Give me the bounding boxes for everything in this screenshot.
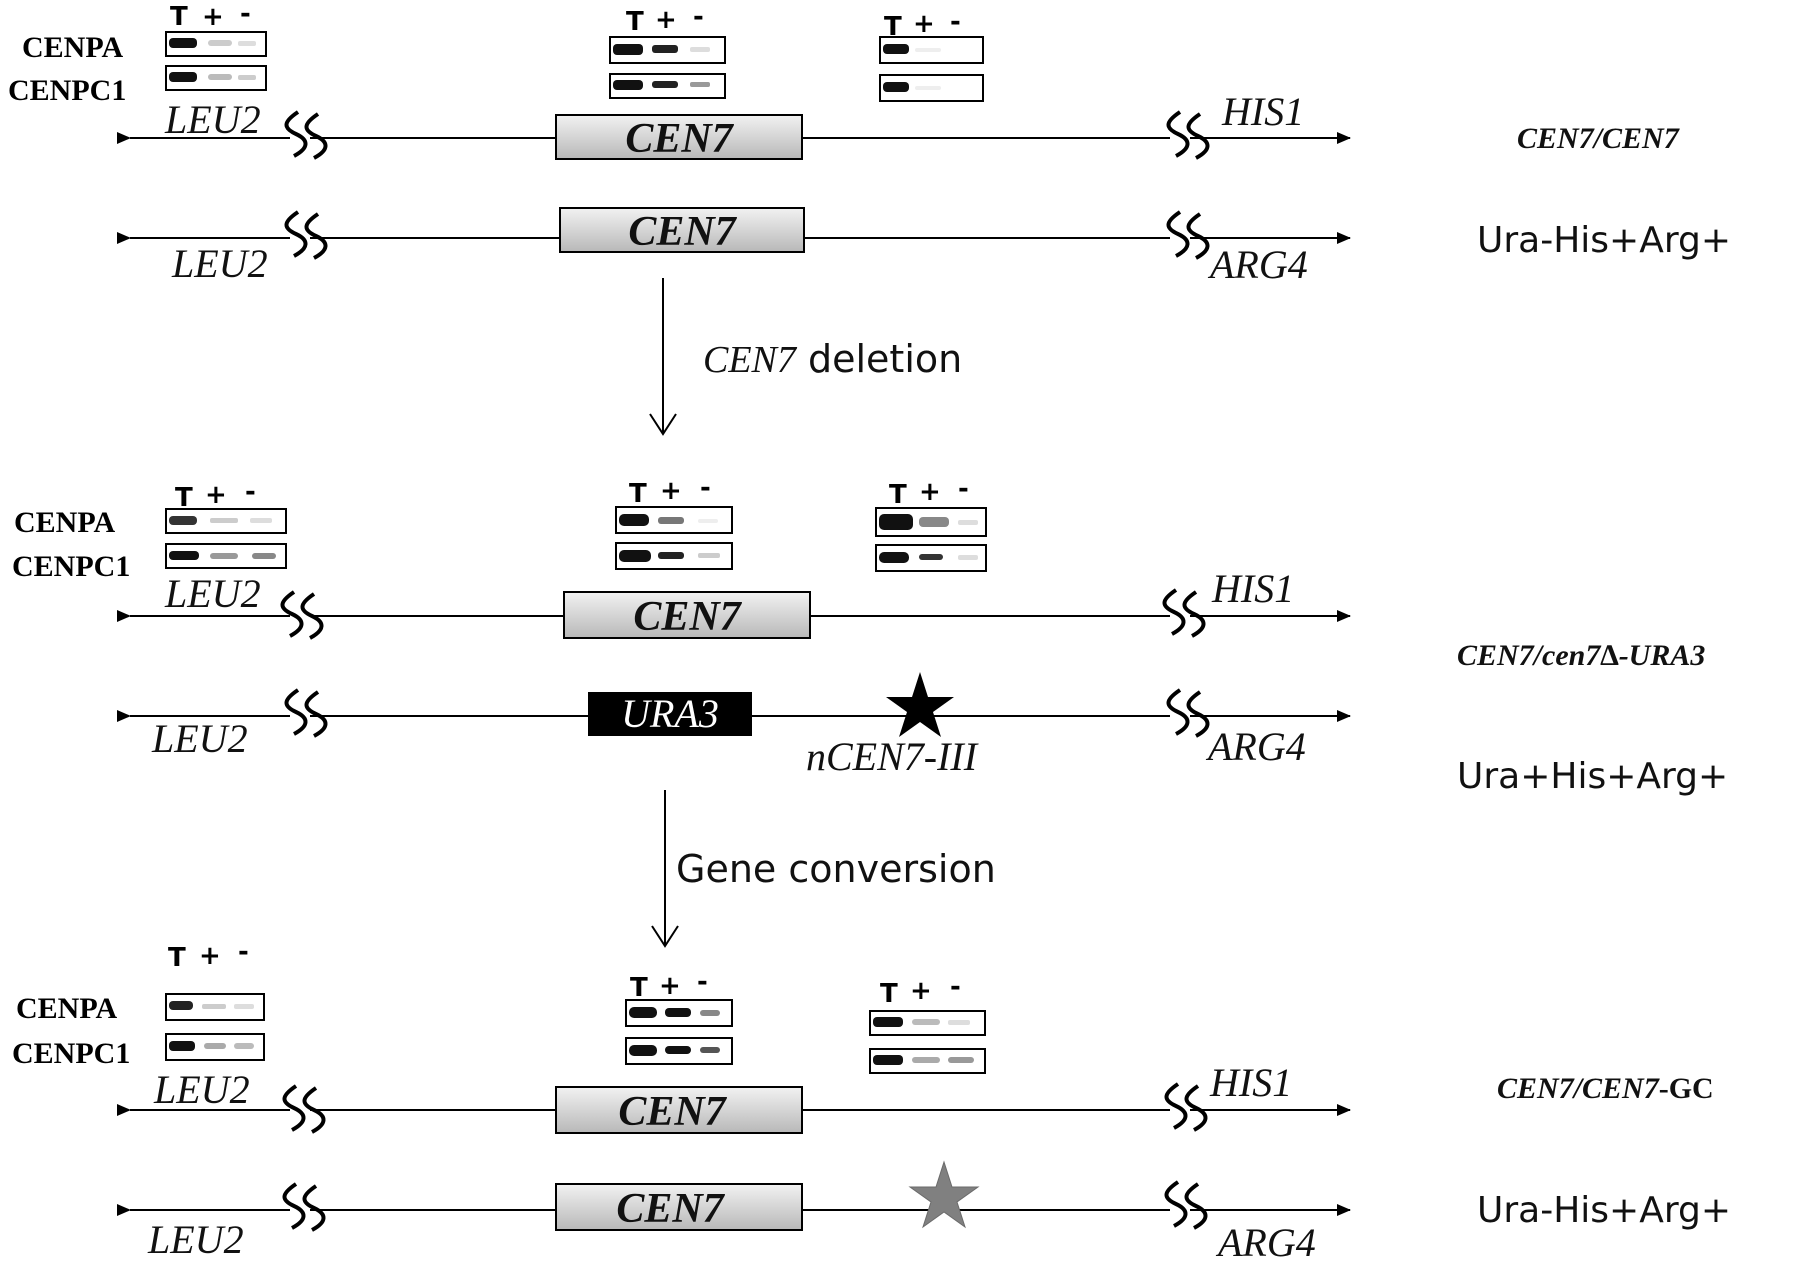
panel-2: CENPA CENPC1 T + - T + - bbox=[12, 473, 1728, 797]
step-deletion-label: CEN7 deletion bbox=[703, 337, 962, 381]
lane-total: T bbox=[168, 943, 186, 973]
lane-total: T bbox=[629, 479, 647, 509]
phenotype-label: Ura-His+Arg+ bbox=[1477, 220, 1731, 261]
step-conversion-label: Gene conversion bbox=[676, 847, 996, 891]
panel-1: CENPA CENPC1 T + - T + - bbox=[8, 0, 1731, 287]
phenotype-label: Ura-His+Arg+ bbox=[1477, 1190, 1731, 1231]
arg4-label: ARG4 bbox=[1207, 242, 1308, 287]
lane-minus: - bbox=[950, 7, 961, 37]
lane-minus: - bbox=[700, 473, 711, 503]
lane-total: T bbox=[884, 12, 902, 42]
his1-label: HIS1 bbox=[1221, 89, 1304, 134]
chip-blot-center: T + - bbox=[625, 967, 733, 1065]
cen7-label: CEN7 bbox=[616, 1186, 725, 1232]
cenpa-label: CENPA bbox=[16, 992, 117, 1025]
cen7-label: CEN7 bbox=[628, 209, 737, 255]
chip-blot-right: T + - bbox=[869, 972, 986, 1074]
chip-blot-right: T + - bbox=[875, 474, 987, 572]
genotype-label: CEN7/CEN7-GC bbox=[1497, 1072, 1714, 1105]
chromosome-arg4: URA3 nCEN7-III LEU2 ARG4 bbox=[117, 672, 1351, 779]
lane-plus: + bbox=[919, 477, 941, 507]
panel-3: CENPA CENPC1 T + - T + - bbox=[12, 937, 1731, 1262]
cenpa-label: CENPA bbox=[22, 31, 123, 64]
his1-label: HIS1 bbox=[1209, 1060, 1292, 1105]
lane-total: T bbox=[626, 7, 644, 37]
leu2-label: LEU2 bbox=[164, 571, 261, 616]
cenpc1-label: CENPC1 bbox=[12, 1037, 130, 1070]
lane-total: T bbox=[630, 973, 648, 1003]
step-deletion: CEN7 deletion bbox=[649, 278, 962, 436]
arg4-label: ARG4 bbox=[1215, 1220, 1316, 1262]
ura3-box bbox=[588, 692, 752, 736]
cenpa-label: CENPA bbox=[14, 506, 115, 539]
chromosome-arg4: CEN7 LEU2 ARG4 bbox=[117, 1160, 1351, 1262]
genotype-label: CEN7/cen7∆-URA3 bbox=[1457, 639, 1705, 672]
lane-minus: - bbox=[240, 0, 251, 29]
cenpc1-label: CENPC1 bbox=[8, 74, 126, 107]
cen7-label: CEN7 bbox=[633, 594, 742, 640]
phenotype-label: Ura+His+Arg+ bbox=[1457, 756, 1728, 797]
lane-minus: - bbox=[693, 2, 704, 32]
lane-plus: + bbox=[655, 5, 677, 35]
cen7-label: CEN7 bbox=[625, 116, 734, 162]
cenpc1-label: CENPC1 bbox=[12, 550, 130, 583]
lane-total: T bbox=[170, 2, 188, 32]
cen7-label: CEN7 bbox=[618, 1089, 727, 1135]
ncen7-label: nCEN7-III bbox=[806, 734, 979, 779]
lane-total: T bbox=[880, 979, 898, 1009]
lane-minus: - bbox=[697, 967, 708, 997]
lane-minus: - bbox=[950, 972, 961, 1002]
chromosome-his1: CEN7 LEU2 HIS1 bbox=[117, 1060, 1351, 1135]
lane-plus: + bbox=[202, 2, 224, 32]
step-gene-conversion: Gene conversion bbox=[651, 790, 996, 948]
leu2-label: LEU2 bbox=[171, 241, 268, 286]
ncen7-star-active bbox=[886, 672, 954, 737]
lane-plus: + bbox=[659, 971, 681, 1001]
chip-blot-left: T + - bbox=[165, 0, 267, 91]
lane-total: T bbox=[175, 483, 193, 513]
chromosome-his1: CEN7 LEU2 HIS1 bbox=[117, 566, 1351, 640]
lane-minus: - bbox=[245, 477, 256, 507]
lane-plus: + bbox=[913, 9, 935, 39]
arg4-label: ARG4 bbox=[1205, 724, 1306, 769]
chip-blot-left: T + - bbox=[165, 477, 287, 569]
chip-blot-center: T + - bbox=[615, 473, 733, 570]
chip-blot-left: T + - bbox=[165, 937, 265, 1061]
lane-plus: + bbox=[660, 476, 682, 506]
leu2-label: LEU2 bbox=[153, 1067, 250, 1112]
lane-total: T bbox=[889, 480, 907, 510]
ura3-label: URA3 bbox=[621, 691, 719, 736]
genotype-label: CEN7/CEN7 bbox=[1517, 122, 1680, 155]
chromosome-his1: CEN7 LEU2 HIS1 bbox=[117, 89, 1351, 162]
lane-plus: + bbox=[910, 976, 932, 1006]
lane-plus: + bbox=[205, 480, 227, 510]
ncen7-star-inactive bbox=[908, 1160, 980, 1229]
his1-label: HIS1 bbox=[1211, 566, 1294, 611]
chromosome-arg4: CEN7 LEU2 ARG4 bbox=[117, 207, 1351, 287]
lane-plus: + bbox=[199, 941, 221, 971]
leu2-label: LEU2 bbox=[147, 1217, 244, 1262]
lane-minus: - bbox=[958, 474, 969, 504]
leu2-label: LEU2 bbox=[164, 97, 261, 142]
chip-blot-right: T + - bbox=[879, 7, 984, 102]
leu2-label: LEU2 bbox=[151, 716, 248, 761]
chip-blot-center: T + - bbox=[609, 2, 726, 99]
lane-minus: - bbox=[238, 937, 249, 967]
